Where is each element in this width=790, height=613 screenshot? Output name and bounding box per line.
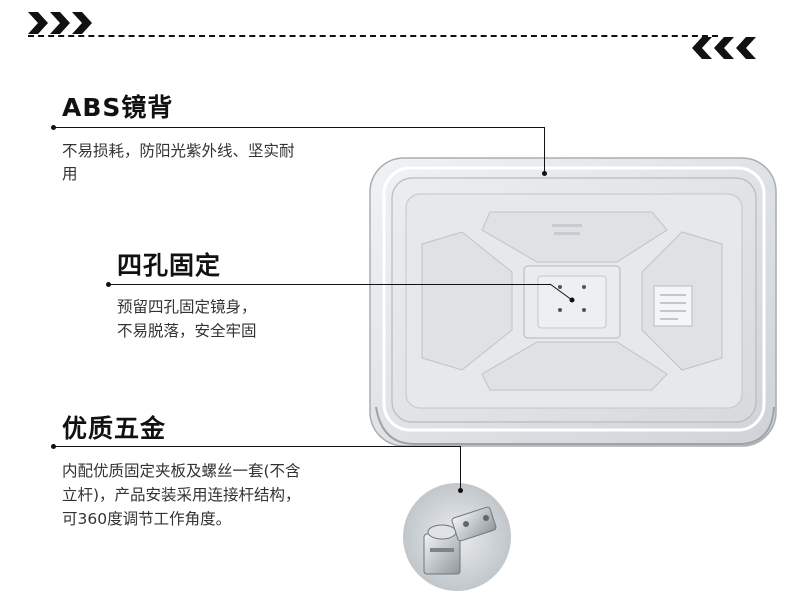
chevron-left-triple-icon — [692, 37, 756, 59]
callout-line-vertical — [460, 446, 461, 490]
section-body-line: 预留四孔固定镜身， — [117, 298, 257, 316]
callout-dot — [106, 282, 111, 287]
callout-dot — [51, 125, 56, 130]
section-title-abs-back: ABS镜背 — [62, 93, 174, 122]
section-body-line: 立杆)，产品安装采用连接杆结构， — [62, 486, 301, 504]
callout-line-diagonal — [549, 283, 575, 303]
callout-dot — [542, 171, 547, 176]
section-body-line: 不易损耗，防阳光紫外线、坚实耐 — [62, 142, 295, 160]
section-body-line: 用 — [62, 165, 78, 183]
section-body-line: 不易脱落，安全牢固 — [117, 322, 257, 340]
callout-line — [110, 284, 551, 285]
section-body-line: 可360度调节工作角度。 — [62, 510, 232, 528]
section-title-hardware: 优质五金 — [62, 414, 167, 443]
chevron-right-triple-icon — [28, 12, 92, 34]
dashed-divider — [28, 35, 718, 37]
callout-line — [55, 127, 544, 128]
mounting-clamp-image — [403, 483, 511, 591]
callout-line — [55, 446, 460, 447]
callout-dot — [458, 488, 463, 493]
callout-dot — [51, 444, 56, 449]
section-body-line: 内配优质固定夹板及螺丝一套(不含 — [62, 462, 301, 480]
section-title-four-holes: 四孔固定 — [117, 251, 222, 280]
callout-line-vertical — [544, 127, 545, 173]
